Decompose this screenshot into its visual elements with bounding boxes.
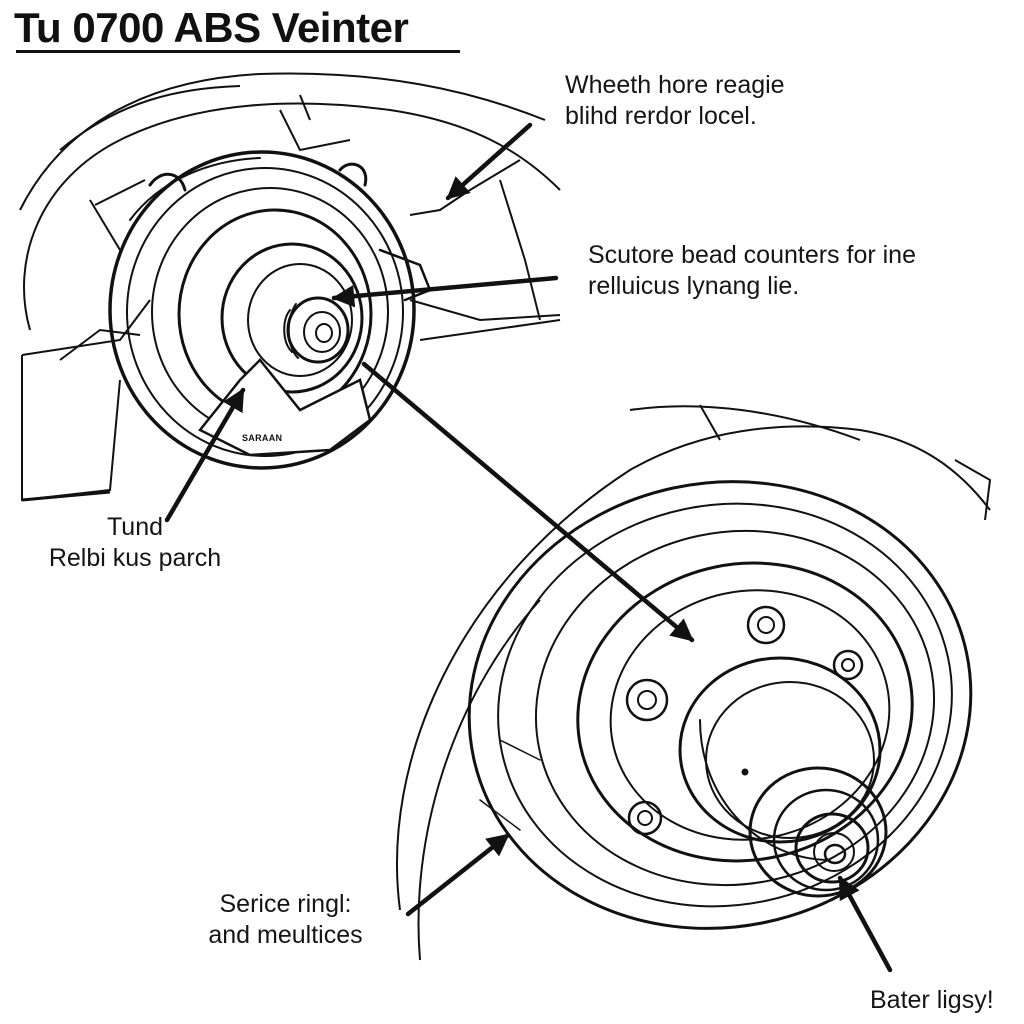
arrow-middle-right xyxy=(331,275,559,308)
lower-rotor-hub xyxy=(467,480,973,930)
sensor-stamp: SARAAN xyxy=(242,433,282,443)
title-underline xyxy=(16,50,460,53)
callout-top-right-line2: blihd rerdor locel. xyxy=(565,102,757,130)
callout-bottom-left-line2: and meultices xyxy=(208,921,363,949)
callout-bottom-left: Serice ringl: and meultices xyxy=(198,889,373,951)
callout-middle-right-line1: Scutore bead counters for ine xyxy=(588,241,916,269)
arrow-top-right xyxy=(445,122,533,201)
callout-bottom-left-line1: Serice ringl: xyxy=(219,890,352,918)
callout-bottom-right: Bater ligsy! xyxy=(870,985,994,1016)
callout-middle-right: Scutore bead counters for ine relluicus … xyxy=(588,240,916,302)
callout-left-line1: Tund xyxy=(106,513,164,541)
callout-middle-right-line2: relluicus lynang lie. xyxy=(588,272,800,300)
callout-left: Tund Relbi kus parch xyxy=(40,512,230,574)
arrow-connector xyxy=(361,361,695,643)
callout-top-right: Wheeth hore reagie blihd rerdor locel. xyxy=(565,70,785,132)
arrow-left xyxy=(164,387,246,523)
callout-top-right-line1: Wheeth hore reagie xyxy=(565,71,785,99)
callout-left-line2: Relbi kus parch xyxy=(48,544,222,572)
arrow-bottom-right xyxy=(837,875,893,973)
arrow-bottom-left xyxy=(405,832,511,917)
diagram-title: Tu 0700 ABS Veinter xyxy=(14,4,409,51)
upper-knuckle-housing xyxy=(19,72,561,502)
upper-sensor-ring xyxy=(108,150,432,470)
callout-bottom-right-line1: Bater ligsy! xyxy=(870,986,994,1014)
lower-fender xyxy=(396,404,992,961)
callout-arrows xyxy=(164,122,893,973)
